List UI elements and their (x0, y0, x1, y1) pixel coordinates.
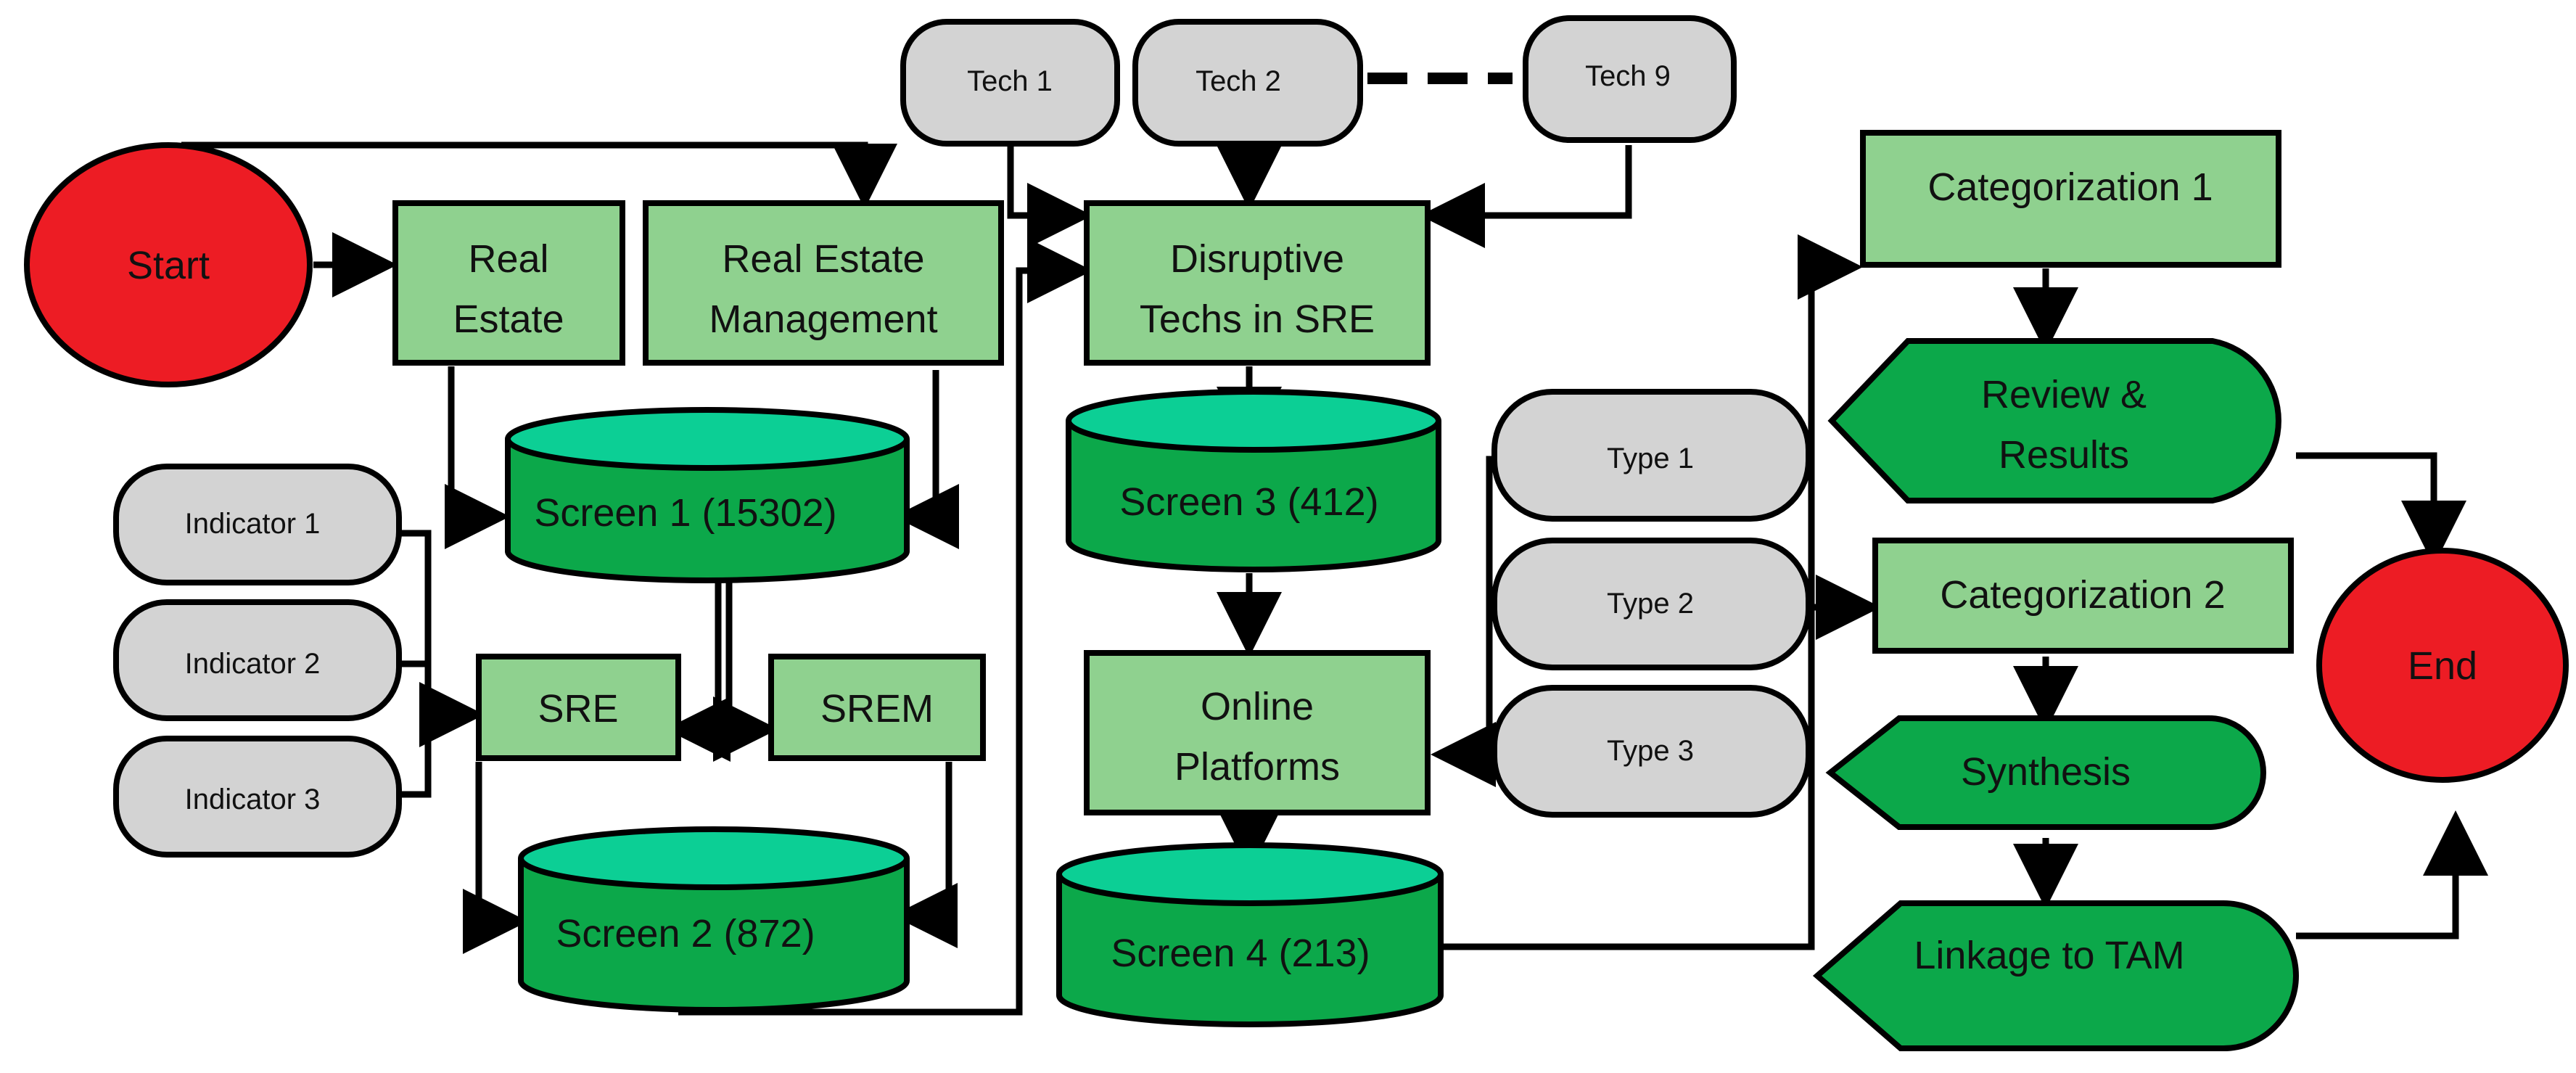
srem-label: SREM (820, 687, 934, 731)
tech-9-pill: Tech 9 (1523, 15, 1737, 143)
synthesis-shape: Synthesis (1825, 715, 2266, 830)
type-3-label: Type 3 (1607, 735, 1694, 767)
screen-1-db: Screen 1 (15302) (505, 407, 910, 583)
review-results-shape: Review & Results (1827, 338, 2281, 503)
real-estate-line-1: Real (468, 237, 548, 281)
box-categorization-1: Categorization 1 (1860, 130, 2281, 268)
box-real-estate-management: Real Estate Management (643, 200, 1004, 366)
box-srem: SREM (768, 654, 986, 761)
review-line-1: Review & (1981, 373, 2147, 416)
arrow-tech1-to-disruptive (1007, 145, 1092, 248)
rem-line-1: Real Estate (722, 237, 924, 281)
tech-1-label: Tech 1 (967, 65, 1053, 97)
end-label: End (2408, 644, 2477, 688)
screen-2-label: Screen 2 (872) (556, 912, 815, 955)
type-3-pill: Type 3 (1491, 685, 1811, 818)
sre-label: SRE (538, 687, 618, 731)
categorization-1-label: Categorization 1 (1927, 165, 2213, 209)
tech-2-pill: Tech 2 (1132, 19, 1363, 147)
arrow-start-to-rem (181, 141, 897, 209)
arrow-srem-to-screen2 (892, 762, 958, 948)
rem-line-2: Management (709, 297, 937, 341)
indicator-2-pill: Indicator 2 (113, 599, 402, 721)
synthesis-label: Synthesis (1961, 750, 2131, 794)
connectors (181, 141, 2488, 1016)
arrow-screen2-to-disruptive (678, 238, 1092, 1016)
start-terminal: Start (24, 142, 313, 387)
tech-9-label: Tech 9 (1585, 60, 1671, 92)
type-1-label: Type 1 (1607, 443, 1694, 474)
indicator-2-label: Indicator 2 (185, 648, 321, 680)
review-line-2: Results (1999, 433, 2129, 477)
box-online-platforms: Online Platforms (1084, 650, 1431, 815)
arrow-linkage-to-end (2296, 810, 2488, 940)
arrow-tech9-to-disruptive (1420, 145, 1632, 248)
online-line-1: Online (1201, 685, 1314, 728)
indicator-1-pill: Indicator 1 (113, 464, 402, 585)
tech-1-pill: Tech 1 (900, 19, 1120, 147)
box-real-estate: Real Estate (392, 200, 625, 366)
indicator-3-label: Indicator 3 (185, 784, 321, 815)
screen-4-db: Screen 4 (213) (1056, 842, 1444, 1027)
box-sre: SRE (476, 654, 681, 761)
categorization-2-label: Categorization 2 (1940, 573, 2225, 617)
type-2-pill: Type 2 (1491, 538, 1811, 670)
indicator-1-label: Indicator 1 (185, 508, 321, 540)
arrow-rem-to-screen1 (894, 370, 959, 549)
disruptive-line-1: Disruptive (1170, 237, 1344, 281)
indicator-3-pill: Indicator 3 (113, 736, 402, 858)
arrow-real-estate-to-screen1 (445, 366, 510, 549)
disruptive-line-2: Techs in SRE (1140, 297, 1375, 341)
type-2-label: Type 2 (1607, 588, 1694, 620)
online-line-2: Platforms (1174, 745, 1340, 789)
arrow-screen1-to-srem (713, 580, 778, 762)
screen-2-db: Screen 2 (872) (518, 826, 910, 1013)
screen-1-label: Screen 1 (15302) (534, 491, 836, 535)
arrow-review-to-end (2296, 452, 2466, 566)
arrow-screen1-to-sre (665, 580, 731, 762)
screen-3-label: Screen 3 (412) (1119, 480, 1378, 524)
screen-4-label: Screen 4 (213) (1111, 932, 1370, 975)
box-disruptive-techs: Disruptive Techs in SRE (1084, 200, 1431, 366)
box-categorization-2: Categorization 2 (1872, 538, 2294, 654)
real-estate-line-2: Estate (453, 297, 564, 341)
linkage-tam-shape: Linkage to TAM (1812, 900, 2299, 1051)
linkage-tam-label: Linkage to TAM (1914, 934, 2184, 977)
type-1-pill: Type 1 (1491, 389, 1811, 522)
arrow-sre-to-screen2 (463, 762, 528, 954)
start-label: Start (127, 244, 210, 287)
end-terminal: End (2316, 548, 2569, 783)
tech-2-label: Tech 2 (1196, 65, 1281, 97)
screen-3-db: Screen 3 (412) (1066, 389, 1441, 572)
